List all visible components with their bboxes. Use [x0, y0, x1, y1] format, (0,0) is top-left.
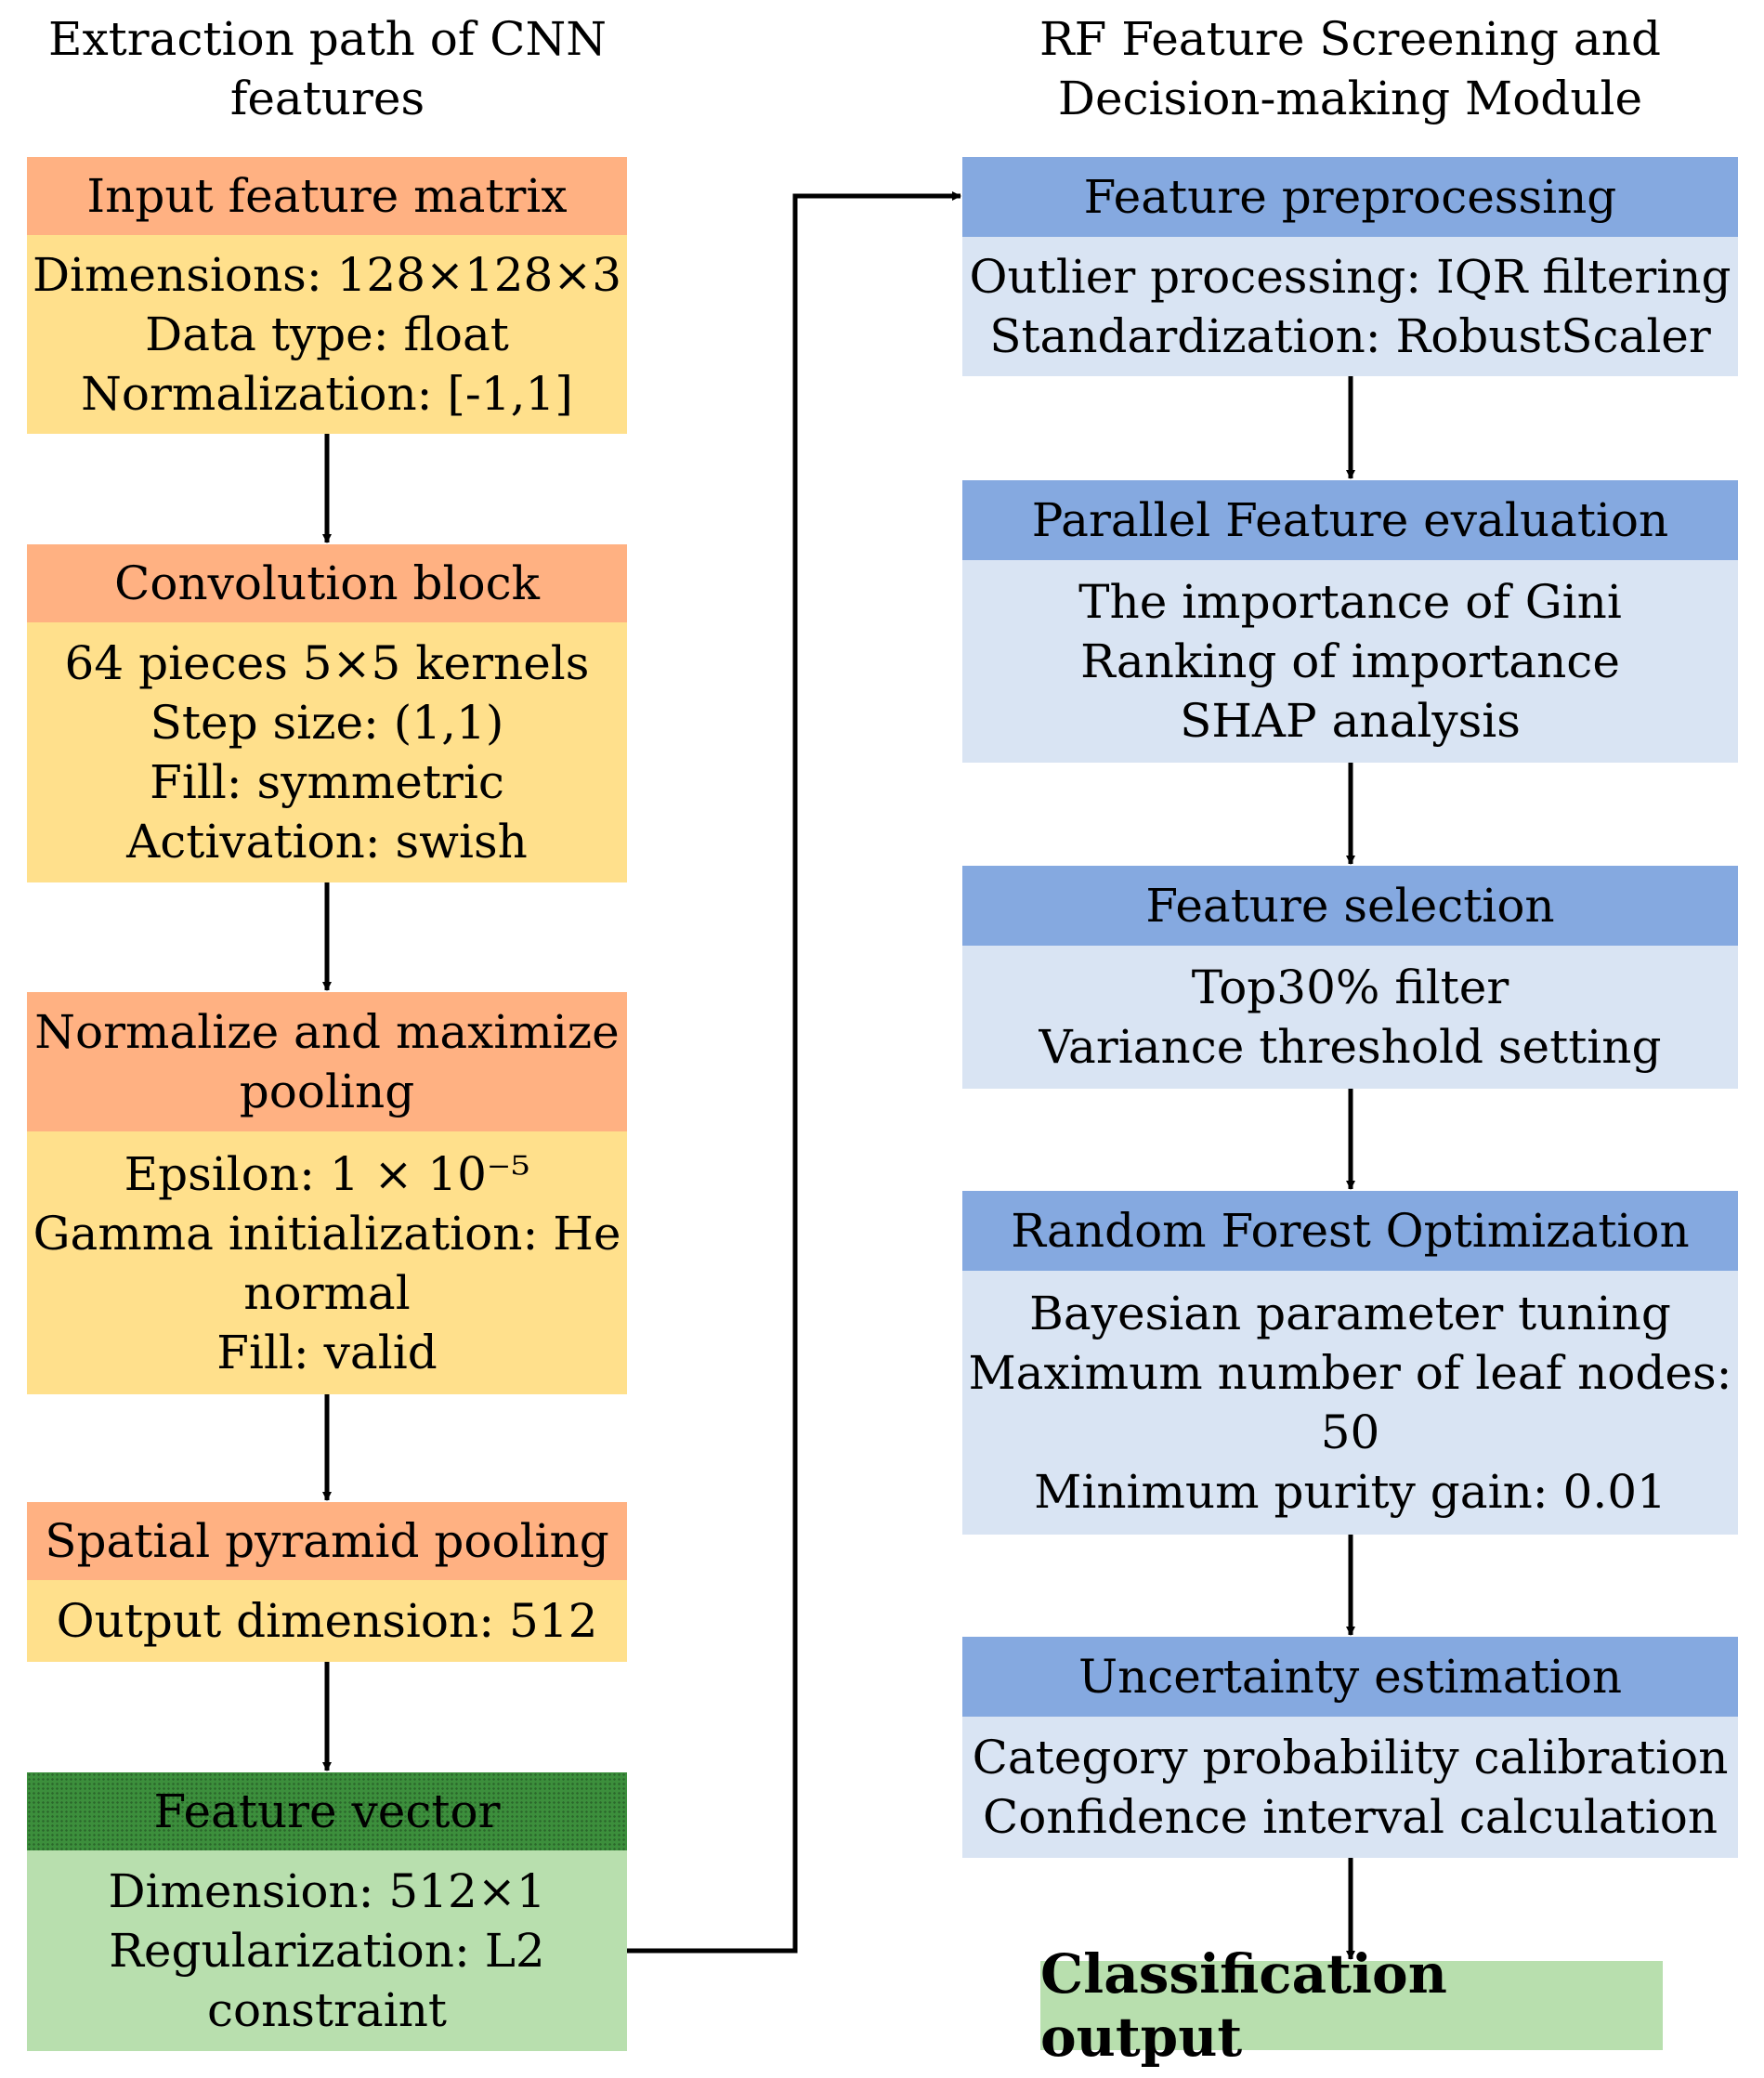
block-header: Feature vector: [27, 1772, 627, 1850]
feature-vector-block: Feature vector Dimension: 512×1 Regulari…: [27, 1772, 627, 2051]
block-body-line: Gamma initialization: He: [33, 1206, 621, 1261]
block-body-line: normal: [243, 1265, 411, 1320]
left-title-line: Extraction path of CNN: [47, 12, 608, 66]
block-body-line: Epsilon: 1 × 10⁻⁵: [124, 1146, 530, 1201]
block-header-line: pooling: [239, 1065, 415, 1118]
right-title-line: Decision-making Module: [1057, 72, 1643, 125]
block-body-line: SHAP analysis: [1180, 694, 1521, 748]
block-header: Feature selection: [962, 866, 1738, 946]
block-body: Bayesian parameter tuning Maximum number…: [962, 1271, 1738, 1535]
left-title-line: features: [229, 72, 425, 125]
block-body-line: Dimensions: 128×128×3: [32, 248, 622, 302]
block-header-line: Spatial pyramid pooling: [45, 1514, 609, 1568]
block-header-line: Uncertainty estimation: [1078, 1650, 1623, 1704]
block-body-line: Top30% filter: [1191, 961, 1509, 1014]
uncertainty-estimation-block: Uncertainty estimation Category probabil…: [962, 1637, 1738, 1858]
block-header: Spatial pyramid pooling: [27, 1502, 627, 1580]
block-body-line: Bayesian parameter tuning: [1029, 1287, 1671, 1340]
block-header: Uncertainty estimation: [962, 1637, 1738, 1717]
block-header-line: Normalize and maximize: [34, 1005, 620, 1059]
block-header-line: Input feature matrix: [86, 169, 568, 223]
block-body-line: Ranking of importance: [1080, 634, 1620, 688]
block-body: Dimensions: 128×128×3 Data type: float N…: [27, 235, 627, 434]
block-header-line: Feature selection: [1145, 879, 1555, 933]
block-header: Convolution block: [27, 544, 627, 622]
block-body-line: Standardization: RobustScaler: [989, 309, 1711, 363]
right-title-line: RF Feature Screening and: [1039, 12, 1661, 66]
input-feature-matrix-block: Input feature matrix Dimensions: 128×128…: [27, 157, 627, 434]
feature-selection-block: Feature selection Top30% filter Variance…: [962, 866, 1738, 1089]
block-body-line: Normalization: [-1,1]: [81, 367, 573, 421]
block-header-line: Random Forest Optimization: [1011, 1204, 1690, 1258]
block-body-line: Variance threshold setting: [1039, 1020, 1662, 1074]
block-body-line: 50: [1320, 1405, 1380, 1459]
block-body-line: Step size: (1,1): [150, 696, 504, 750]
block-body-line: Confidence interval calculation: [982, 1790, 1718, 1844]
block-body-line: Data type: float: [145, 307, 509, 361]
block-body-line: Activation: swish: [126, 815, 528, 869]
block-header: Random Forest Optimization: [962, 1191, 1738, 1271]
block-body-line: Fill: symmetric: [150, 755, 504, 809]
block-body-line: Outlier processing: IQR filtering: [969, 250, 1731, 304]
block-header: Parallel Feature evaluation: [962, 480, 1738, 560]
block-body-line: Dimension: 512×1: [108, 1864, 546, 1918]
block-body: Category probability calibration Confide…: [962, 1717, 1738, 1858]
classification-output-label: Classification output: [1040, 1942, 1447, 2069]
block-body: The importance of Gini Ranking of import…: [962, 560, 1738, 763]
block-body: Top30% filter Variance threshold setting: [962, 946, 1738, 1089]
block-body-line: Regularization: L2: [109, 1924, 545, 1978]
block-body: Outlier processing: IQR filtering Standa…: [962, 237, 1738, 376]
random-forest-optimization-block: Random Forest Optimization Bayesian para…: [962, 1191, 1738, 1535]
block-body: Epsilon: 1 × 10⁻⁵ Gamma initialization: …: [27, 1131, 627, 1394]
block-body-line: The importance of Gini: [1078, 575, 1622, 629]
classification-output-box: Classification output: [1040, 1942, 1663, 2069]
block-header: Feature preprocessing: [962, 157, 1738, 237]
spatial-pyramid-pooling-block: Spatial pyramid pooling Output dimension…: [27, 1502, 627, 1662]
arrow-vector-to-preprocessing: [627, 191, 961, 1954]
block-body-line: 64 pieces 5×5 kernels: [64, 636, 590, 690]
block-header: Normalize and maximize pooling: [27, 992, 627, 1131]
block-header: Input feature matrix: [27, 157, 627, 235]
block-body: Output dimension: 512: [27, 1580, 627, 1662]
block-body-line: Output dimension: 512: [56, 1594, 598, 1648]
block-body-line: Maximum number of leaf nodes:: [968, 1346, 1732, 1400]
normalize-pooling-block: Normalize and maximize pooling Epsilon: …: [27, 992, 627, 1394]
block-header-line: Convolution block: [114, 556, 540, 610]
block-body-line: Category probability calibration: [972, 1731, 1729, 1784]
right-column-title: RF Feature Screening and Decision-making…: [962, 9, 1738, 128]
block-body-line: constraint: [206, 1983, 448, 2037]
parallel-feature-evaluation-block: Parallel Feature evaluation The importan…: [962, 480, 1738, 763]
feature-preprocessing-block: Feature preprocessing Outlier processing…: [962, 157, 1738, 376]
block-body-line: Minimum purity gain: 0.01: [1034, 1465, 1666, 1519]
block-header-line: Feature vector: [153, 1784, 501, 1838]
block-body: 64 pieces 5×5 kernels Step size: (1,1) F…: [27, 622, 627, 882]
convolution-block: Convolution block 64 pieces 5×5 kernels …: [27, 544, 627, 882]
block-header-line: Feature preprocessing: [1083, 170, 1617, 224]
left-column-title: Extraction path of CNN features: [28, 9, 627, 128]
block-body-line: Fill: valid: [216, 1325, 438, 1379]
block-header-line: Parallel Feature evaluation: [1031, 493, 1669, 547]
block-body: Dimension: 512×1 Regularization: L2 cons…: [27, 1850, 627, 2051]
